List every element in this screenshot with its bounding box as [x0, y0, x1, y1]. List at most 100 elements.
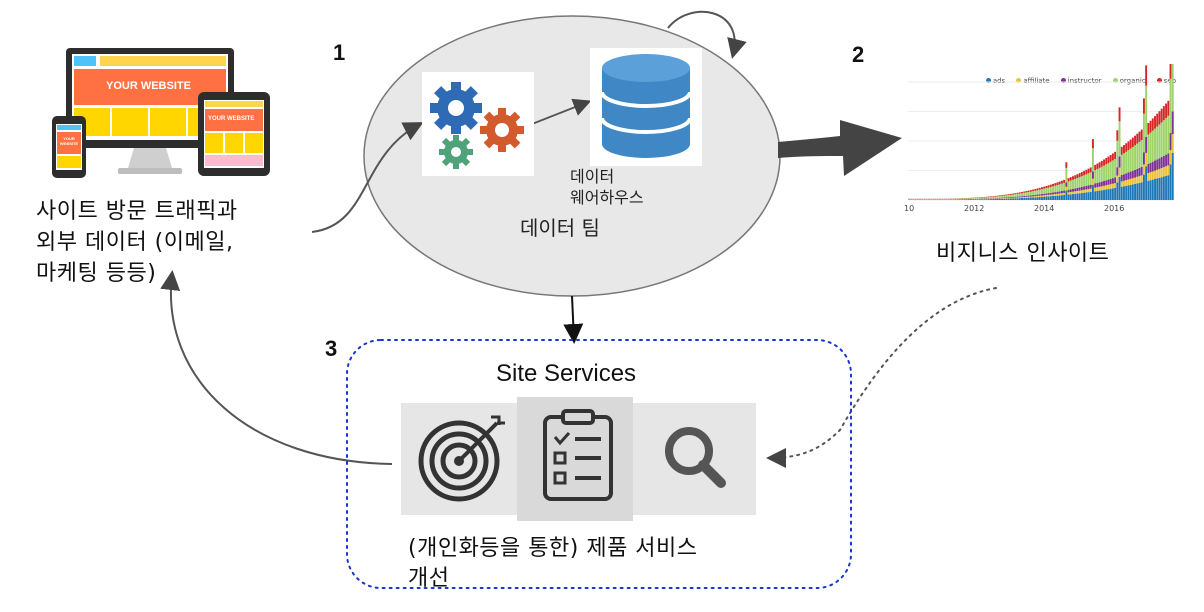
- chart-bar-ads: [981, 199, 984, 200]
- chart-bar-affiliate: [1027, 196, 1030, 198]
- chart-bar-seo: [1160, 108, 1163, 123]
- chart-bar-seo: [998, 195, 1001, 197]
- chart-bar-ads: [1100, 190, 1103, 200]
- chart-bar-organic: [1138, 141, 1141, 168]
- chart-bar-seo: [1025, 191, 1028, 193]
- chart-bar-instructor: [1063, 190, 1066, 193]
- chart-bar-instructor: [1096, 182, 1099, 188]
- chart-bar-seo: [1167, 100, 1170, 116]
- chart-bar-instructor: [1145, 136, 1148, 153]
- chart-bar-affiliate: [1096, 187, 1099, 191]
- chart-bar-ads: [1123, 186, 1125, 200]
- chart-bar-organic: [1096, 169, 1099, 183]
- team-to-services-arrow: [563, 295, 584, 344]
- chart-bar-affiliate: [1158, 168, 1161, 178]
- chart-bar-seo: [1129, 139, 1132, 149]
- chart-bar-seo: [1080, 172, 1083, 177]
- step-number-1: 1: [333, 40, 346, 65]
- chart-bar-seo: [1156, 113, 1159, 127]
- chart-bar-instructor: [1078, 187, 1081, 191]
- chart-bar-seo: [1036, 188, 1039, 191]
- chart-bar-affiliate: [1160, 168, 1163, 178]
- chart-bar-instructor: [1149, 162, 1152, 173]
- chart-bar-organic: [1171, 64, 1174, 112]
- chart-bar-instructor: [1036, 194, 1039, 196]
- legend-label-instructor: instructor: [1067, 76, 1102, 85]
- chart-bar-instructor: [1080, 186, 1083, 191]
- chart-bar-instructor: [1134, 169, 1137, 178]
- chart-bar-seo: [1120, 146, 1123, 155]
- chart-bar-organic: [1074, 178, 1077, 189]
- chart-bar-affiliate: [1052, 194, 1054, 196]
- chart-bar-organic: [1158, 124, 1161, 159]
- chart-bar-ads: [1054, 195, 1057, 200]
- chart-bar-seo: [994, 195, 997, 197]
- chart-bar-organic: [972, 198, 975, 199]
- chart-bar-seo: [1134, 135, 1137, 146]
- chart-bar-instructor: [1089, 184, 1092, 189]
- chart-bar-ads: [1142, 174, 1145, 200]
- chart-bar-ads: [992, 199, 995, 200]
- chart-bar-organic: [996, 196, 999, 198]
- step-number-2: 2: [852, 42, 865, 67]
- chart-bar-organic: [1145, 85, 1148, 137]
- chart-bar-affiliate: [1060, 193, 1063, 196]
- chart-bar-instructor: [1032, 195, 1035, 197]
- services-caption-line-1: (개인화등을 통한) 제품 서비스: [408, 536, 698, 561]
- chart-bar-organic: [1123, 153, 1125, 175]
- chart-bar-seo: [1014, 193, 1017, 195]
- chart-bar-ads: [996, 198, 999, 200]
- chart-bar-organic: [981, 197, 984, 199]
- chart-bar-organic: [1060, 183, 1063, 191]
- chart-bar-organic: [1001, 195, 1004, 198]
- chart-bar-instructor: [1074, 188, 1077, 192]
- chart-bar-affiliate: [1038, 195, 1041, 197]
- chart-bar-instructor: [996, 197, 999, 199]
- chart-bar-instructor: [1038, 194, 1041, 196]
- gears-to-database-arrow: [531, 98, 592, 125]
- chart-bar-seo: [1100, 160, 1103, 167]
- chart-bar-organic: [1047, 187, 1050, 194]
- chart-bar-affiliate: [1058, 193, 1061, 196]
- chart-bar-ads: [1147, 180, 1150, 200]
- chart-bar-ads: [1107, 189, 1110, 200]
- chart-bar-ads: [1021, 197, 1023, 200]
- chart-bar-ads: [990, 199, 992, 200]
- chart-bar-seo: [1127, 141, 1130, 151]
- chart-bar-ads: [1067, 194, 1070, 200]
- chart-bar-instructor: [1085, 185, 1088, 190]
- chart-bar-organic: [943, 198, 946, 200]
- chart-bar-organic: [1005, 195, 1008, 198]
- chart-bar-instructor: [998, 197, 1001, 199]
- chart-bar-instructor: [1120, 175, 1123, 182]
- chart-bar-affiliate: [1142, 164, 1145, 175]
- chart-bar-affiliate: [1171, 134, 1174, 153]
- chart-bar-organic: [945, 198, 948, 200]
- chart-bar-ads: [1116, 182, 1119, 200]
- chart-bar-ads: [1169, 164, 1172, 200]
- chart-bar-ads: [1047, 196, 1050, 200]
- x-tick-2014: 2014: [1034, 204, 1055, 213]
- chart-bar-affiliate: [1125, 180, 1128, 186]
- chart-bar-instructor: [1003, 197, 1006, 199]
- gears-icon: [422, 72, 534, 176]
- chart-bar-ads: [1149, 180, 1152, 200]
- legend-label-affiliate: affiliate: [1023, 76, 1050, 85]
- legend-label-organic: organic: [1119, 76, 1146, 85]
- chart-bar-instructor: [1114, 177, 1117, 184]
- chart-bar-organic: [1056, 185, 1059, 192]
- sources-label: 사이트 방문 트래픽과 외부 데이터 (이메일, 마케팅 등등): [36, 196, 316, 289]
- chart-bar-organic: [1027, 191, 1030, 196]
- chart-bar-ads: [967, 199, 970, 200]
- chart-bar-organic: [1129, 148, 1132, 172]
- chart-bar-seo: [1105, 158, 1108, 165]
- chart-bar-organic: [1140, 140, 1143, 167]
- chart-bar-instructor: [1069, 189, 1072, 193]
- chart-bar-ads: [1016, 198, 1019, 200]
- chart-bar-affiliate: [1151, 171, 1154, 180]
- chart-bar-instructor: [1009, 197, 1012, 198]
- chart-bar-ads: [1080, 193, 1083, 200]
- chart-bar-seo: [1032, 189, 1035, 192]
- chart-bar-organic: [941, 198, 944, 200]
- chart-bar-seo: [1098, 162, 1101, 168]
